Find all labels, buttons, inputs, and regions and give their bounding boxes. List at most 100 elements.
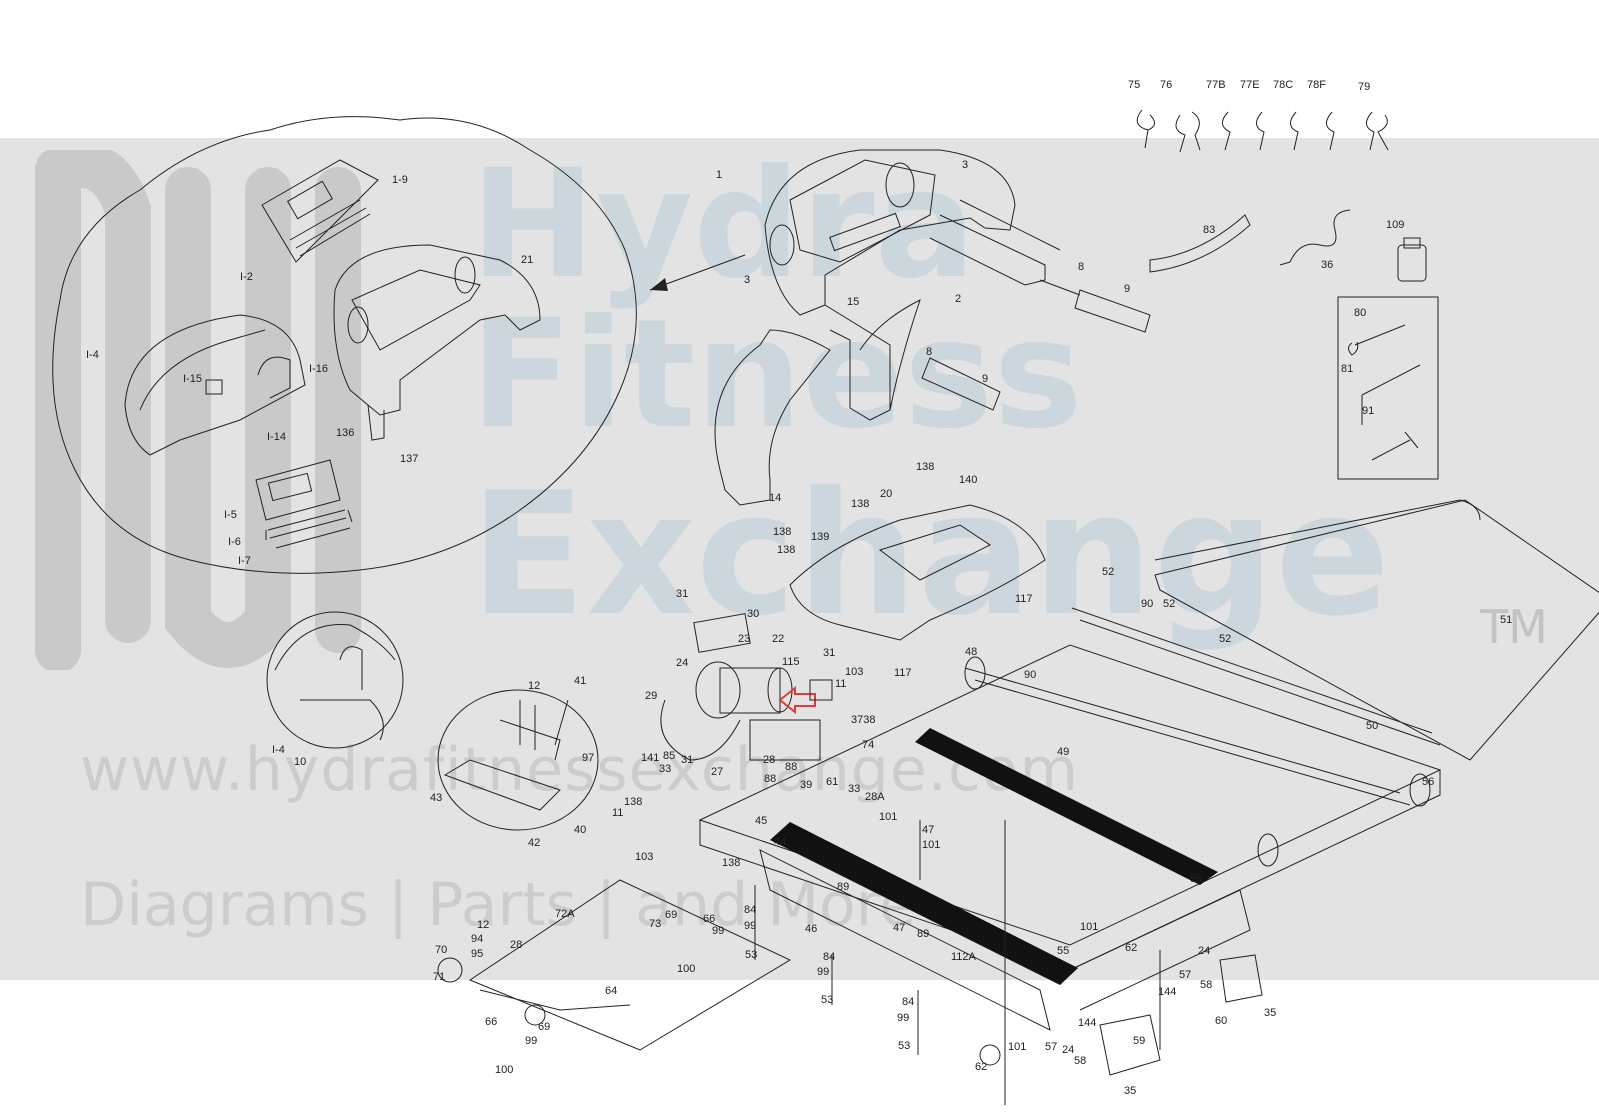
part-callout-label: 40 [574,824,586,836]
part-callout-label: 138 [851,498,869,510]
part-callout-label: 94 [471,933,483,945]
part-callout-label: 28 [510,939,522,951]
part-callout-label: 31 [681,754,693,766]
part-callout-label: 141 [641,752,659,764]
part-callout-label: 24 [1198,945,1210,957]
part-callout-label: 84 [823,951,835,963]
part-callout-label: 138 [777,544,795,556]
part-callout-label: 99 [712,925,724,937]
part-callout-label: 2 [955,293,961,305]
part-callout-label: 79 [1358,81,1370,93]
part-callout-label: 11 [612,807,623,819]
part-callout-label: 52 [1163,598,1175,610]
part-callout-label: 101 [879,811,897,823]
console-housing-detail [333,244,541,441]
part-callout-label: 83 [1203,224,1215,236]
side-rail-strip-far [915,728,1218,885]
part-callout-label: 12 [528,680,540,692]
wire-harness-set [1136,109,1389,153]
drive-motor [660,613,833,761]
part-callout-label: 99 [744,920,756,932]
part-callout-label: 66 [703,913,715,925]
part-callout-label: 23 [738,633,750,645]
part-callout-label: 138 [916,461,934,473]
part-callout-label: 64 [605,985,617,997]
motor-hood [789,504,1046,641]
part-callout-label: 14 [769,492,781,504]
part-callout-label: 100 [677,963,695,975]
part-callout-label: I-4 [86,349,99,361]
part-callout-label: 62 [975,1061,987,1073]
part-callout-label: 136 [336,427,354,439]
part-callout-label: 117 [894,667,912,679]
part-callout-label: 91 [1362,405,1374,417]
part-callout-label: 76 [1160,79,1172,91]
part-callout-label: 31 [823,647,835,659]
part-callout-label: 22 [772,633,784,645]
part-callout-label: I-6 [228,536,241,548]
part-callout-label: 44 [774,836,786,848]
motor-mount-detail [437,689,599,831]
main-console [714,149,1151,506]
part-callout-label: 20 [880,488,892,500]
part-callout-label: 97 [582,752,594,764]
part-callout-label: 48 [965,646,977,658]
part-callout-label: 46 [805,923,817,935]
part-callout-label: I-15 [183,373,202,385]
part-callout-label: I-7 [238,555,251,567]
watermark-line2: Fitness [470,288,1083,462]
part-callout-label: 103 [845,666,863,678]
part-callout-label: 52 [1219,633,1231,645]
console-overlay-1-9 [261,159,379,263]
part-callout-label: 140 [959,474,977,486]
part-callout-label: 71 [433,971,445,983]
part-callout-label: 80 [1354,307,1366,319]
part-callout-label: 10 [294,756,306,768]
part-callout-label: 73 [649,918,661,930]
part-callout-label: 70 [435,944,447,956]
part-callout-label: 81 [1341,363,1353,375]
watermark-url: www.hydrafitnessexchange.com [80,735,1079,805]
part-callout-label: 95 [471,948,483,960]
part-callout-label: 59 [1133,1035,1145,1047]
part-callout-label: 56 [1422,776,1434,788]
part-callout-label: 36 [1321,259,1333,271]
part-callout-label: 115 [782,656,800,668]
part-callout-label: 99 [897,1012,909,1024]
part-callout-label: 39 [800,779,812,791]
part-callout-label: 58 [1200,979,1212,991]
part-callout-label: 99 [817,966,829,978]
part-callout-label: 138 [773,526,791,538]
part-callout-label: 11 [835,678,846,690]
watermark-tagline: Diagrams | Parts | and More [80,870,916,940]
console-keypad-detail [255,459,353,549]
part-callout-label: 31 [676,588,688,600]
part-callout-label: 1-9 [392,174,408,186]
part-callout-label: 138 [624,796,642,808]
part-callout-label: 90 [1024,669,1036,681]
part-callout-label: 28A [865,791,885,803]
part-callout-label: 3738 [851,714,875,726]
part-callout-label: 84 [744,904,756,916]
tool-kit-box [1337,296,1439,480]
part-callout-label: 99 [525,1035,537,1047]
part-callout-label: I-16 [309,363,328,375]
watermark-tm: TM [1480,600,1548,654]
part-callout-label: 30 [747,608,759,620]
part-callout-label: 53 [821,994,833,1006]
part-callout-label: 53 [745,949,757,961]
part-callout-label: 89 [837,881,849,893]
detail-arrowhead-icon [650,278,668,291]
part-callout-label: I-2 [240,271,253,283]
part-callout-label: 90 [1141,598,1153,610]
part-callout-label: 45 [755,815,767,827]
part-callout-label: 88 [764,773,776,785]
part-callout-label: 29 [645,690,657,702]
part-callout-label: 33 [659,763,671,775]
watermark-logo-icon [35,150,361,670]
part-callout-label: 28 [763,754,775,766]
part-callout-label: 55 [1057,945,1069,957]
part-callout-label: 21 [521,254,533,266]
